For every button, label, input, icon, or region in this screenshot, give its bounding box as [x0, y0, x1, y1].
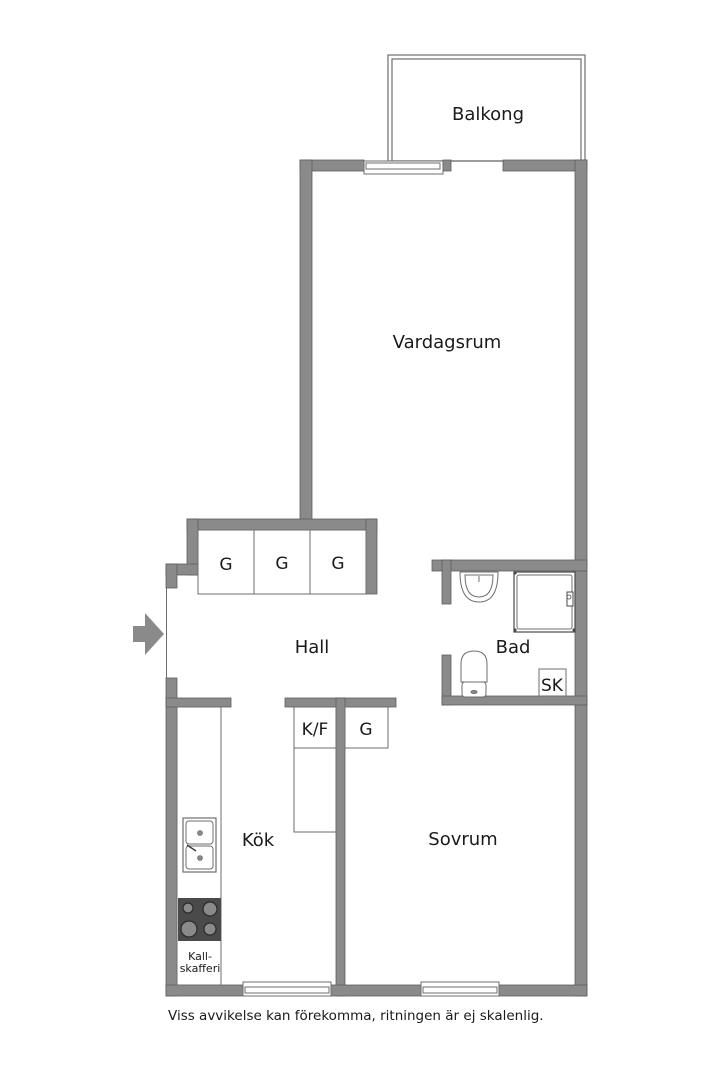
room-label-bad: Bad [496, 637, 531, 658]
pantry-label-line1: Kall- [188, 950, 212, 963]
wardrobe-label: G [359, 720, 372, 740]
kitchen-window [242, 981, 332, 997]
stove-icon [178, 898, 221, 941]
shower-icon [513, 571, 576, 633]
hall-wardrobes [197, 529, 367, 595]
balcony-door-window [363, 160, 444, 175]
disclaimer-text: Viss avvikelse kan förekomma, ritningen … [168, 1008, 544, 1024]
bathroom-cabinet [538, 668, 567, 697]
room-label-vardagsrum: Vardagsrum [393, 332, 502, 353]
wardrobe-label: G [331, 554, 344, 574]
washbasin-icon [459, 571, 499, 603]
room-label-kok: Kök [242, 830, 275, 851]
wardrobe-label: G [275, 554, 288, 574]
balcony [387, 54, 586, 162]
wardrobe-label: G [219, 555, 232, 575]
cabinet-label: SK [541, 676, 564, 696]
pantry-label-line2: skafferi [180, 962, 221, 975]
toilet-icon [460, 650, 488, 698]
fridge-freezer [293, 706, 337, 833]
room-label-balkong: Balkong [452, 104, 524, 125]
bedroom-window [420, 981, 500, 997]
double-sink-icon [182, 817, 217, 873]
room-label-sovrum: Sovrum [428, 829, 497, 850]
fridge-freezer-label: K/F [302, 720, 329, 740]
room-label-hall: Hall [295, 637, 330, 658]
bedroom-wardrobe [344, 706, 389, 749]
entrance-arrow-icon [133, 613, 164, 655]
